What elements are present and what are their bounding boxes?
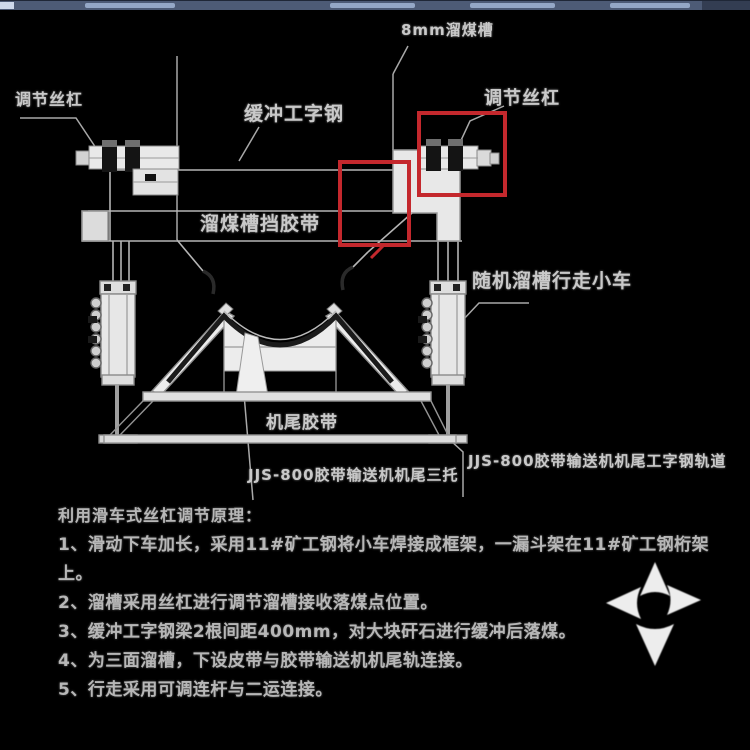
top-strip-highlight: [330, 3, 415, 8]
label-tail-belt: 机尾胶带: [266, 413, 338, 433]
left-adjusting-screw: [75, 140, 180, 196]
label-adjust-screw-right: 调节丝杠: [484, 88, 560, 109]
note-line: 2、溜槽采用丝杠进行调节溜槽接收落煤点位置。: [58, 593, 438, 613]
move-cursor-star-icon: [606, 562, 701, 666]
right-adjusting-screw: [419, 139, 500, 171]
red-highlight-tail: [369, 243, 386, 260]
top-strip-chip: [0, 2, 14, 9]
right-screw-hanger: [418, 280, 468, 444]
top-strip-highlight: [610, 3, 690, 8]
top-strip-highlight: [470, 3, 555, 8]
notes-block: 利用滑车式丝杠调节原理： 1、滑动下车加长，采用11#矿工钢将小车焊接成框架，一…: [58, 502, 750, 709]
label-tail-idler: JJS-800胶带输送机机尾三托: [248, 466, 459, 484]
note-line: 3、缓冲工字钢梁2根间距400mm，对大块矸石进行缓冲后落煤。: [58, 622, 577, 642]
label-buffer-ibeam: 缓冲工字钢: [244, 103, 345, 125]
chute-frame: [81, 169, 462, 283]
belt-trough: [150, 302, 410, 397]
note-line: 上。: [58, 564, 93, 584]
label-tail-track: JJS-800胶带输送机机尾工字钢轨道: [468, 452, 727, 470]
label-adjust-screw-left: 调节丝杠: [15, 90, 84, 109]
top-strip-dark-segment: [702, 1, 750, 10]
top-strip-highlight: [85, 3, 175, 8]
window-top-strip: [0, 0, 750, 10]
note-line: 4、为三面溜槽，下设皮带与胶带输送机机尾轨连接。: [58, 651, 473, 671]
base-frame: [103, 391, 457, 444]
note-line: 5、行走采用可调连杆与二运连接。: [58, 680, 333, 700]
left-screw-hanger: [88, 280, 138, 444]
label-8mm-chute: 8mm溜煤槽: [401, 21, 494, 39]
red-highlight-box-left: [338, 160, 411, 247]
red-highlight-box-right: [417, 111, 507, 197]
notes-title: 利用滑车式丝杠调节原理：: [58, 506, 263, 525]
label-travel-trolley: 随机溜槽行走小车: [472, 270, 633, 292]
label-chute-belt-guard: 溜煤槽挡胶带: [200, 213, 321, 235]
note-line: 1、滑动下车加长，采用11#矿工钢将小车焊接成框架，一漏斗架在11#矿工钢桁架: [58, 535, 710, 555]
